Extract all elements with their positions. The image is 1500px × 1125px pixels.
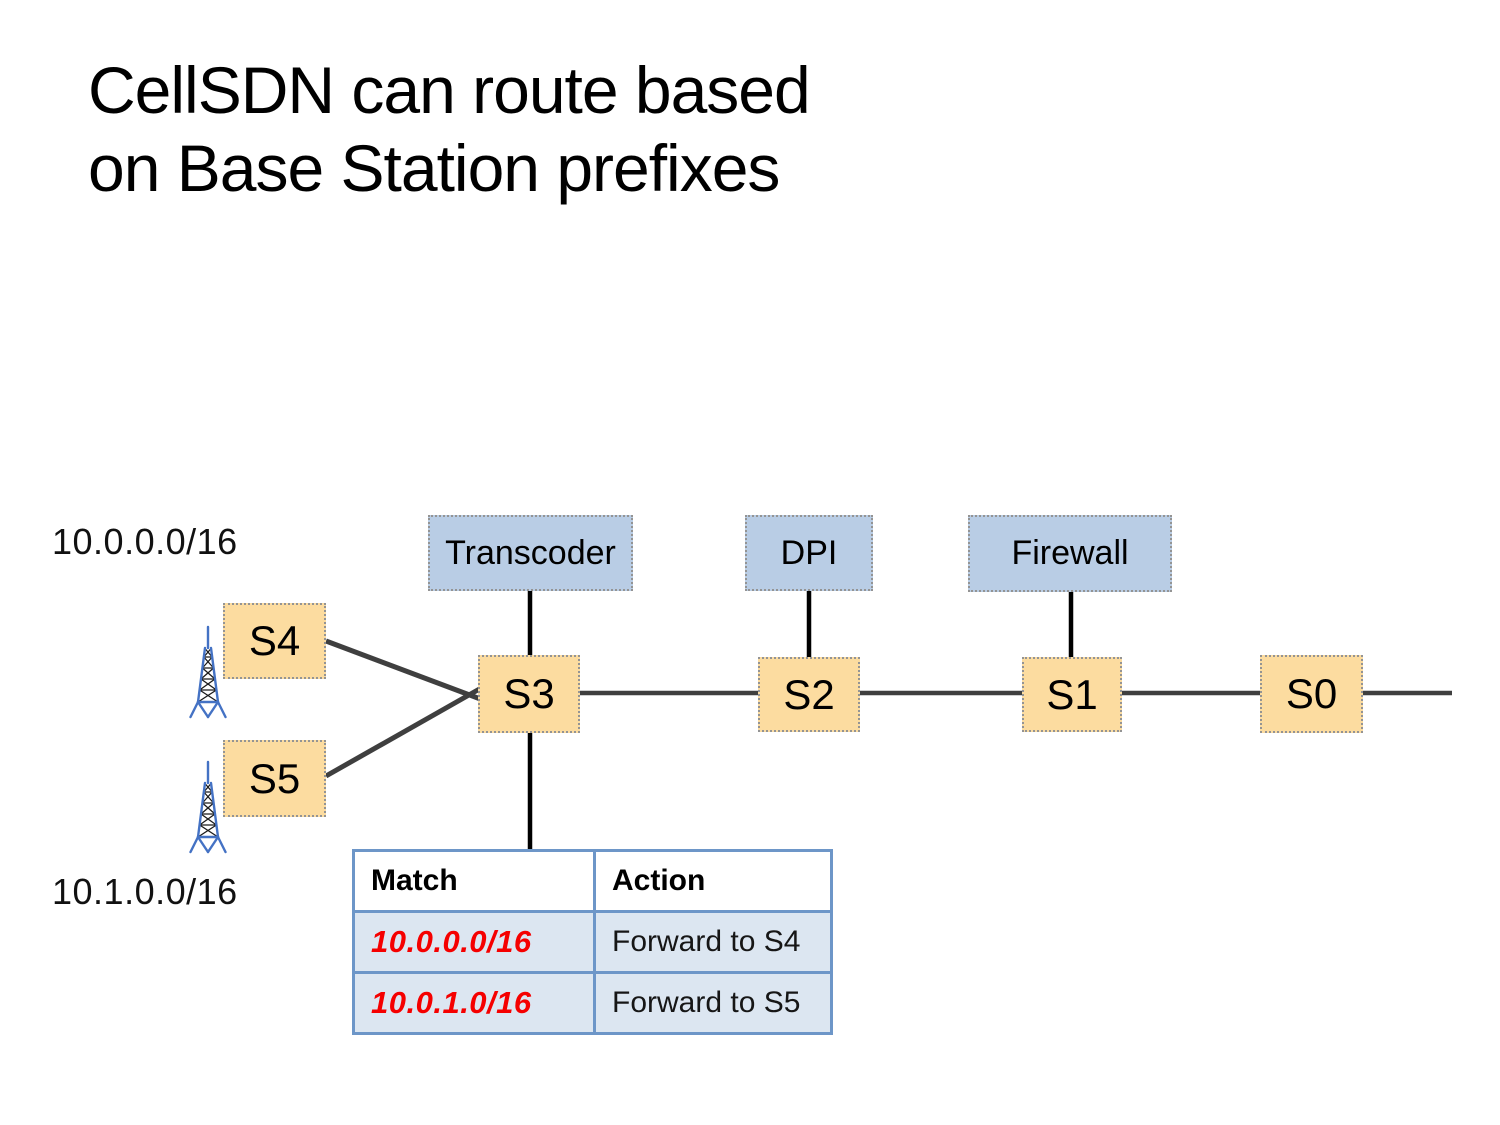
link-s5-s3 xyxy=(324,684,485,779)
cell-tower-icon xyxy=(189,760,227,854)
switch-s3: S3 xyxy=(478,655,580,733)
flow-table-header-match: Match xyxy=(352,849,596,913)
switch-s0: S0 xyxy=(1260,655,1363,733)
middlebox-firewall-label: Firewall xyxy=(1011,534,1129,572)
cell-tower-icon xyxy=(189,625,227,719)
flow-table-header-action: Action xyxy=(593,849,833,913)
middlebox-dpi-label: DPI xyxy=(780,533,838,572)
switch-s4: S4 xyxy=(223,603,326,679)
middlebox-transcoder-label: Transcoder xyxy=(445,533,616,572)
prefix-label-top: 10.0.0.0/16 xyxy=(52,521,238,562)
flow-table-action-1: Forward to S5 xyxy=(593,971,833,1035)
switch-s1-label: S1 xyxy=(1046,670,1098,718)
switch-s3-label: S3 xyxy=(503,670,555,717)
middlebox-firewall: Firewall xyxy=(968,515,1172,592)
flow-table-match-1: 10.0.1.0/16 xyxy=(352,971,596,1035)
switch-s0-label: S0 xyxy=(1285,670,1338,717)
switch-s4-label: S4 xyxy=(248,617,301,664)
flow-table: Match Action 10.0.0.0/16 Forward to S4 1… xyxy=(352,849,833,1035)
flow-table-action-0: Forward to S4 xyxy=(593,910,833,974)
switch-s5: S5 xyxy=(223,740,326,817)
switch-s2: S2 xyxy=(758,657,860,732)
middlebox-transcoder: Transcoder xyxy=(428,515,633,591)
flow-table-row: 10.0.0.0/16 Forward to S4 xyxy=(352,910,833,974)
switch-s5-label: S5 xyxy=(248,754,301,802)
switch-s1: S1 xyxy=(1022,657,1122,732)
flow-table-header-row: Match Action xyxy=(352,849,833,913)
switch-s2-label: S2 xyxy=(783,670,835,718)
link-s4-s3 xyxy=(325,638,484,703)
middlebox-dpi: DPI xyxy=(745,515,873,591)
flow-table-row: 10.0.1.0/16 Forward to S5 xyxy=(352,971,833,1035)
slide-title: CellSDN can route based on Base Station … xyxy=(88,53,811,205)
prefix-label-bottom: 10.1.0.0/16 xyxy=(52,871,238,912)
flow-table-match-0: 10.0.0.0/16 xyxy=(352,910,596,974)
